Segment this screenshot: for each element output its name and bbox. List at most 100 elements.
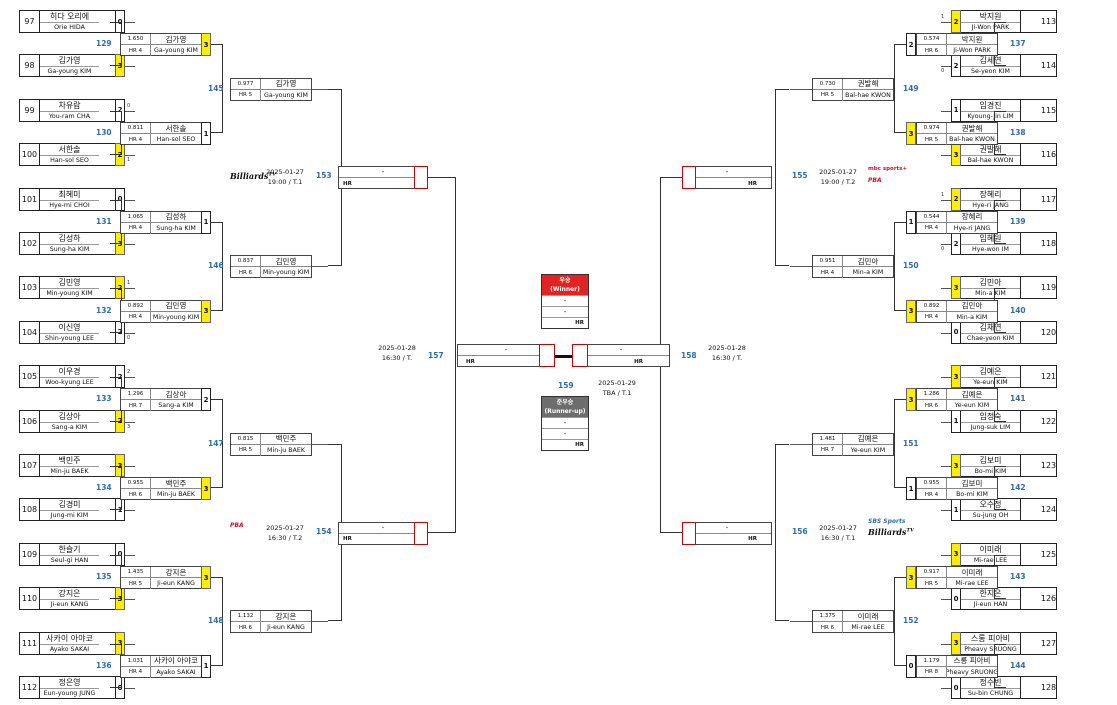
right-semifinal-match[interactable]: -HR [572,344,670,367]
entry-score: 3 [951,365,961,389]
player-average: 0.730 [813,78,843,90]
entry-pre-score: 1 [127,157,131,164]
schedule-date: 2025-01-27 [819,523,857,532]
match-score: 3 [201,566,211,589]
r16-connector-line [790,621,812,623]
player-name-ko: 이미래 [843,611,893,623]
left-semifinal-match[interactable]: -HR [457,344,555,367]
left-quarterfinal-match[interactable]: -HR [338,166,428,190]
player-average: 0.974 [917,123,947,134]
entry-name-ko: 오수정 [961,499,1020,512]
player-average: 1.375 [813,611,843,623]
player-high-run: HR 5 [917,134,947,145]
r16-connector-line [790,266,812,268]
player-name-ko: 백민주 [151,478,201,490]
match-number: 130 [96,128,112,137]
right-quarterfinal-match[interactable]: -HR [682,521,772,545]
right-quarterfinal-match[interactable]: -HR [682,166,772,190]
entry-name-ko: 김성하 [40,233,99,245]
entry-number: 106 [21,416,38,426]
qf-high-run: HR [343,536,352,543]
entry-name-en: Min-young KIM [46,290,93,298]
schedule-time: 16:30 / T. [381,354,413,362]
left-r32-bracket [211,577,223,666]
player-name-en: Bal-hae KWON [949,136,995,143]
entry-number: 109 [21,549,38,559]
entry-score: 3 [951,276,961,300]
entry-pre-score: 0 [127,334,131,341]
player-name-en: Min-young KIM [262,269,310,277]
player-name-en: Min-a KIM [956,313,988,321]
entry-connector-line [941,554,951,556]
player-average: 0.892 [917,300,947,312]
player-average: 0.837 [231,256,261,268]
match-score: 2 [201,388,211,412]
entry-name-en: Han-sol SEO [50,157,89,165]
left-quarterfinal-match[interactable]: -HR [338,521,428,545]
entry-score: 3 [951,454,961,477]
entry-name-ko: 김채연 [961,322,1020,334]
player-high-run: HR 4 [121,134,151,145]
